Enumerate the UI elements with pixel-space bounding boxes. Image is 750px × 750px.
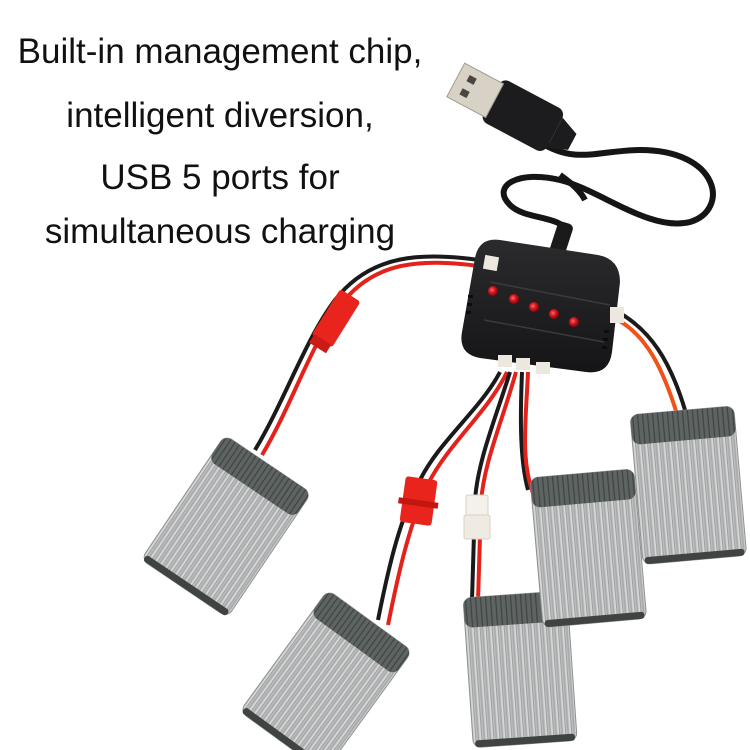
jst-connector	[309, 290, 360, 354]
molex-connector	[463, 494, 491, 540]
led-4	[549, 309, 559, 319]
led-3	[529, 302, 539, 312]
led-5	[569, 317, 579, 327]
battery-4	[529, 468, 648, 628]
usb-a-plug-icon	[446, 62, 577, 151]
wire-battery-2	[376, 371, 509, 626]
wire-battery-4	[518, 371, 536, 497]
led-indicators	[488, 286, 579, 327]
charger-hub	[461, 239, 624, 374]
caption-line-4: simultaneous charging	[44, 212, 396, 251]
wire-battery-5	[617, 310, 687, 415]
battery-2	[239, 589, 413, 750]
jst-connector	[398, 476, 439, 526]
usb-cable	[446, 62, 716, 259]
caption-line-2: intelligent diversion,	[66, 96, 374, 135]
led-1	[488, 286, 498, 296]
battery-1	[140, 434, 312, 619]
caption-line-1: Built-in management chip,	[17, 32, 423, 71]
led-2	[509, 294, 519, 304]
wire-battery-1	[253, 254, 493, 457]
caption-line-3: USB 5 ports for	[100, 158, 340, 197]
wire-battery-3	[463, 371, 518, 603]
battery-5	[629, 405, 748, 565]
